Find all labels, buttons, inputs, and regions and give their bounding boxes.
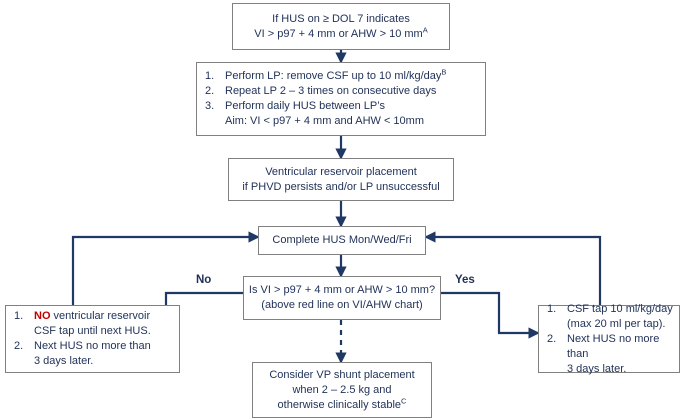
node-vp-shunt: Consider VP shunt placement when 2 – 2.5… bbox=[252, 362, 432, 418]
no-branch-item-1-text: NO ventricular reservoir bbox=[34, 310, 151, 322]
lp-protocol-item-2-number: 2. bbox=[205, 85, 215, 97]
yes-branch-list: 1. CSF tap 10 ml/kg/day (max 20 ml per t… bbox=[539, 302, 679, 377]
edge-label-no: No bbox=[196, 274, 212, 286]
no-branch-item-2-continuation: 3 days later. bbox=[34, 355, 94, 367]
lp-protocol-aim-line: Aim: VI < p97 + 4 mm and AHW < 10mm bbox=[225, 115, 424, 127]
lp-protocol-item-1-number: 1. bbox=[205, 70, 215, 82]
node-decision-line-2: (above red line on VI/AHW chart) bbox=[261, 299, 423, 311]
lp-protocol-item-1-text: Perform LP: remove CSF up to 10 ml/kg/da… bbox=[225, 67, 447, 82]
footnote-marker-a: A bbox=[422, 24, 428, 34]
lp-protocol-item-2-text: Repeat LP 2 – 3 times on consecutive day… bbox=[225, 85, 437, 97]
footnote-marker-c: C bbox=[401, 395, 407, 405]
no-branch-item-1: 1. NO ventricular reservoir bbox=[14, 309, 179, 324]
node-reservoir-placement: Ventricular reservoir placement if PHVD … bbox=[228, 158, 454, 201]
node-indication-line-2: VI > p97 + 4 mm or AHW > 10 mmA bbox=[254, 24, 428, 42]
no-branch-item-2-text: Next HUS no more than bbox=[34, 340, 151, 352]
no-branch-item-2: 2. Next HUS no more than bbox=[14, 339, 179, 354]
node-shunt-line-3: otherwise clinically stableC bbox=[277, 395, 407, 411]
node-indication: If HUS on ≥ DOL 7 indicates VI > p97 + 4… bbox=[232, 3, 450, 50]
no-branch-list: 1. NO ventricular reservoir CSF tap unti… bbox=[6, 309, 179, 369]
edge-no-feedback-loop bbox=[71, 231, 260, 305]
yes-branch-item-1-text: CSF tap 10 ml/kg/day bbox=[567, 302, 673, 315]
yes-branch-item-2-continuation: 3 days later. bbox=[567, 362, 627, 375]
lp-protocol-item-3-text: Perform daily HUS between LP’s bbox=[225, 100, 385, 112]
lp-protocol-item-1: 1. Perform LP: remove CSF up to 10 ml/kg… bbox=[205, 67, 485, 84]
node-decision-threshold: Is VI > p97 + 4 mm or AHW > 10 mm? (abov… bbox=[243, 276, 441, 320]
node-decision-line-1: Is VI > p97 + 4 mm or AHW > 10 mm? bbox=[248, 284, 436, 296]
node-yes-branch-actions: 1. CSF tap 10 ml/kg/day (max 20 ml per t… bbox=[538, 303, 680, 375]
yes-branch-item-2: 2. Next HUS no more than bbox=[547, 332, 679, 362]
node-indication-line-2-text: VI > p97 + 4 mm or AHW > 10 mm bbox=[254, 27, 423, 40]
no-branch-item-1-number: 1. bbox=[14, 310, 24, 322]
lp-protocol-item-3: 3. Perform daily HUS between LP’s bbox=[205, 99, 485, 114]
lp-protocol-item-3-number: 3. bbox=[205, 100, 215, 112]
node-lp-protocol: 1. Perform LP: remove CSF up to 10 ml/kg… bbox=[196, 62, 486, 136]
footnote-marker-b: B bbox=[441, 67, 447, 77]
node-shunt-line-1: Consider VP shunt placement bbox=[269, 368, 415, 381]
yes-branch-item-1-number: 1. bbox=[547, 302, 557, 315]
lp-protocol-item-2: 2. Repeat LP 2 – 3 times on consecutive … bbox=[205, 84, 485, 99]
edge-label-yes: Yes bbox=[455, 274, 475, 286]
edge-yes-feedback-loop bbox=[424, 231, 602, 305]
node-reservoir-line-2: if PHVD persists and/or LP unsuccessful bbox=[242, 180, 440, 193]
node-monitor-line-1: Complete HUS Mon/Wed/Fri bbox=[272, 234, 412, 246]
no-branch-item-1-continuation: CSF tap until next HUS. bbox=[34, 325, 151, 337]
node-reservoir-line-1: Ventricular reservoir placement bbox=[265, 165, 417, 178]
no-branch-item-2-number: 2. bbox=[14, 340, 24, 352]
node-no-branch-actions: 1. NO ventricular reservoir CSF tap unti… bbox=[5, 305, 180, 373]
node-monitor-hus: Complete HUS Mon/Wed/Fri bbox=[258, 226, 426, 255]
lp-protocol-list: 1. Perform LP: remove CSF up to 10 ml/kg… bbox=[197, 67, 485, 129]
node-shunt-line-2: when 2 – 2.5 kg and bbox=[292, 383, 392, 396]
yes-branch-item-2-number: 2. bbox=[547, 332, 557, 345]
yes-branch-item-2-text: Next HUS no more than bbox=[567, 332, 660, 360]
no-branch-emphasis: NO bbox=[34, 310, 51, 322]
yes-branch-item-1: 1. CSF tap 10 ml/kg/day bbox=[547, 302, 679, 317]
node-indication-line-1: If HUS on ≥ DOL 7 indicates bbox=[272, 12, 410, 25]
edge-yes-branch bbox=[441, 291, 540, 339]
yes-branch-item-1-continuation: (max 20 ml per tap). bbox=[567, 317, 666, 330]
